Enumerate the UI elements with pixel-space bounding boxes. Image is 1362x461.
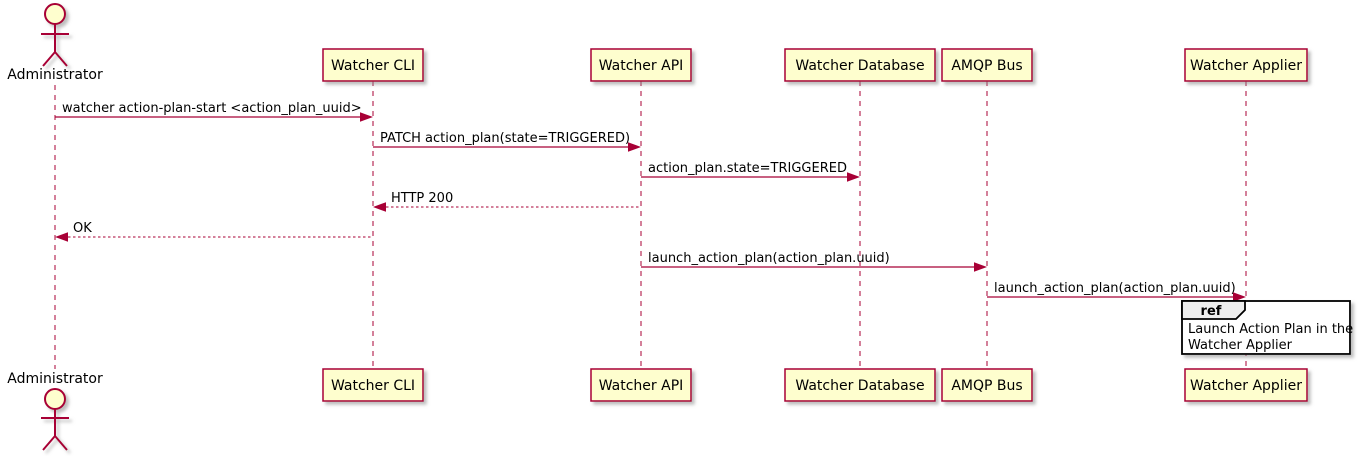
participant-bottom-watcher-applier: Watcher Applier: [1184, 368, 1308, 402]
ref-text-line-1: Launch Action Plan in the: [1188, 322, 1353, 337]
arrowhead-left-icon: [55, 232, 68, 242]
message-label: action_plan.state=TRIGGERED: [648, 161, 847, 176]
arrowhead-right-icon: [360, 112, 373, 122]
participant-label: Watcher Database: [795, 378, 924, 394]
participant-top-watcher-database: Watcher Database: [784, 48, 936, 82]
ref-tab: [1181, 300, 1246, 320]
participant-label: Watcher CLI: [331, 378, 415, 394]
message-patch-action-plan: PATCH action_plan(state=TRIGGERED): [373, 131, 641, 152]
ref-text-line-2: Watcher Applier: [1188, 338, 1293, 353]
actor-figure-bottom: [41, 388, 69, 451]
message-state-triggered: action_plan.state=TRIGGERED: [641, 161, 860, 182]
actor-head: [44, 3, 66, 25]
actor-head: [44, 388, 66, 410]
participant-bottom-watcher-cli: Watcher CLI: [322, 368, 424, 402]
participant-label: Watcher API: [599, 378, 684, 394]
message-launch-action-plan-amqp: launch_action_plan(action_plan.uuid): [641, 251, 987, 272]
arrowhead-right-icon: [1233, 292, 1246, 302]
participant-label: Watcher CLI: [331, 58, 415, 74]
message-http-200: HTTP 200: [373, 191, 641, 212]
message-label: OK: [73, 221, 92, 236]
actor-label-bottom: Administrator: [7, 371, 103, 387]
message-ok: OK: [55, 221, 373, 242]
arrowhead-right-icon: [974, 262, 987, 272]
message-label: launch_action_plan(action_plan.uuid): [648, 251, 890, 266]
participant-top-watcher-applier: Watcher Applier: [1184, 48, 1308, 82]
participant-label: AMQP Bus: [951, 378, 1022, 394]
message-label: launch_action_plan(action_plan.uuid): [994, 281, 1236, 296]
ref-frame: ref Launch Action Plan in the Watcher Ap…: [1181, 300, 1353, 355]
message-label: HTTP 200: [391, 191, 453, 206]
message-launch-action-plan-applier: launch_action_plan(action_plan.uuid): [987, 281, 1246, 302]
participant-bottom-amqp-bus: AMQP Bus: [941, 368, 1033, 402]
participant-label: Watcher Applier: [1190, 378, 1302, 394]
participant-top-watcher-api: Watcher API: [590, 48, 692, 82]
participant-label: Watcher API: [599, 58, 684, 74]
participant-bottom-watcher-api: Watcher API: [590, 368, 692, 402]
arrowhead-right-icon: [628, 142, 641, 152]
message-action-plan-start: watcher action-plan-start <action_plan_u…: [55, 101, 373, 122]
arrowhead-right-icon: [847, 172, 860, 182]
participant-bottom-watcher-database: Watcher Database: [784, 368, 936, 402]
arrowhead-left-icon: [373, 202, 386, 212]
ref-keyword: ref: [1201, 304, 1222, 319]
actor-label-top: Administrator: [7, 67, 103, 83]
participant-top-amqp-bus: AMQP Bus: [941, 48, 1033, 82]
participant-label: Watcher Database: [795, 58, 924, 74]
participant-label: AMQP Bus: [951, 58, 1022, 74]
message-label: watcher action-plan-start <action_plan_u…: [62, 101, 362, 116]
actor-figure-top: [41, 3, 69, 67]
participant-label: Watcher Applier: [1190, 58, 1302, 74]
participant-top-watcher-cli: Watcher CLI: [322, 48, 424, 82]
message-label: PATCH action_plan(state=TRIGGERED): [380, 131, 630, 146]
